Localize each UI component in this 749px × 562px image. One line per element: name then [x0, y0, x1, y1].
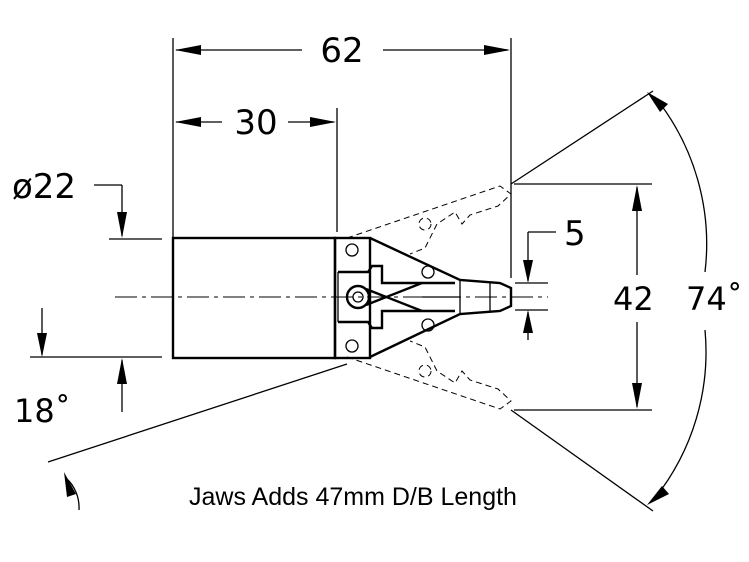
dimension-42: 42: [613, 185, 654, 409]
dimension-5: 5: [523, 214, 586, 340]
body-cylinder: [171, 236, 337, 360]
dim-42-label: 42: [613, 280, 654, 318]
gripper-body: [171, 236, 513, 360]
dim-5-label: 5: [564, 214, 586, 254]
dim-62-label: 62: [320, 31, 363, 71]
dimension-18-angle: 18˚: [14, 308, 348, 511]
dimension-74-angle: 74˚: [510, 90, 743, 512]
dim-18-label: 18˚: [14, 392, 71, 430]
extension-lines: [30, 38, 652, 411]
dimension-30: 30: [175, 103, 336, 143]
dimension-diameter-22: ø22: [12, 167, 127, 412]
open-jaws-dashed: [346, 185, 512, 410]
dim-diameter-label: ø22: [12, 167, 76, 207]
dimension-62: 62: [175, 31, 510, 71]
jaw-mechanism: [337, 264, 460, 332]
dim-30-label: 30: [234, 103, 277, 143]
jaw-housing: [369, 236, 513, 359]
dim-74-label: 74˚: [686, 280, 743, 318]
caption-text: Jaws Adds 47mm D/B Length: [189, 483, 517, 511]
